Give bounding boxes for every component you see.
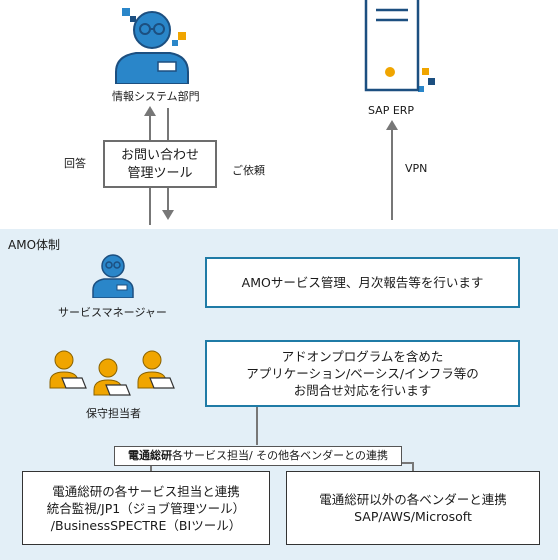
inquiry-support-line2: アプリケーション/ベーシス/インフラ等の xyxy=(246,366,479,381)
inquiry-management-tool-box: お問い合わせ 管理ツール xyxy=(103,140,217,188)
sap-server-icon xyxy=(364,0,435,92)
sap-erp-label: SAP ERP xyxy=(368,104,415,117)
amo-section-title: AMO体制 xyxy=(8,238,61,252)
answer-label: 回答 xyxy=(64,157,86,170)
vpn-label: VPN xyxy=(405,162,428,175)
dentsu-services-line2: 統合監視/JP1（ジョブ管理ツール） xyxy=(46,500,246,516)
partner-tag-rest: 各サービス担当/ その他各ベンダーとの連携 xyxy=(171,449,389,462)
dentsu-services-line1: 電通総研の各サービス担当と連携 xyxy=(52,483,240,499)
it-staff-person-icon xyxy=(115,8,189,84)
it-department-label: 情報システム部門 xyxy=(112,90,200,103)
vpn-arrow xyxy=(386,120,398,220)
inquiry-box-line2: 管理ツール xyxy=(127,166,193,181)
maintenance-person-icon xyxy=(137,350,175,389)
dentsu-services-line3: /BusinessSPECTRE（BIツール） xyxy=(50,517,242,533)
amo-service-management-box: AMOサービス管理、月次報告等を行います xyxy=(205,257,520,308)
maintenance-staff-group-icon xyxy=(49,350,175,396)
partner-coordination-tag: 電通総研各サービス担当/ その他各ベンダーとの連携 xyxy=(114,446,402,466)
dentsu-soken-services-box: 電通総研の各サービス担当と連携 統合監視/JP1（ジョブ管理ツール） /Busi… xyxy=(22,471,270,545)
request-label: ご依頼 xyxy=(232,164,265,177)
partner-tag-bold: 電通総研 xyxy=(127,449,172,462)
other-vendors-line1: 電通総研以外の各ベンダーと連携 xyxy=(319,492,507,507)
connector-line xyxy=(256,407,258,445)
maintenance-person-icon xyxy=(93,358,131,396)
inquiry-support-line3: お問合せ対応を行います xyxy=(293,383,432,398)
maintenance-person-icon xyxy=(49,350,87,389)
inquiry-support-line1: アドオンプログラムを含めた xyxy=(281,349,444,364)
service-manager-person-icon xyxy=(92,254,134,298)
connector-line xyxy=(150,462,152,472)
amo-service-management-text: AMOサービス管理、月次報告等を行います xyxy=(241,275,484,290)
connector-line xyxy=(412,462,414,472)
other-vendors-box: 電通総研以外の各ベンダーと連携 SAP/AWS/Microsoft xyxy=(286,471,540,545)
inquiry-box-line1: お問い合わせ xyxy=(120,148,199,163)
maintenance-staff-label: 保守担当者 xyxy=(86,407,141,420)
other-vendors-line2: SAP/AWS/Microsoft xyxy=(354,509,472,524)
inquiry-support-box: アドオンプログラムを含めた アプリケーション/ベーシス/インフラ等の お問合せ対… xyxy=(205,340,520,407)
service-manager-label: サービスマネージャー xyxy=(58,306,167,319)
